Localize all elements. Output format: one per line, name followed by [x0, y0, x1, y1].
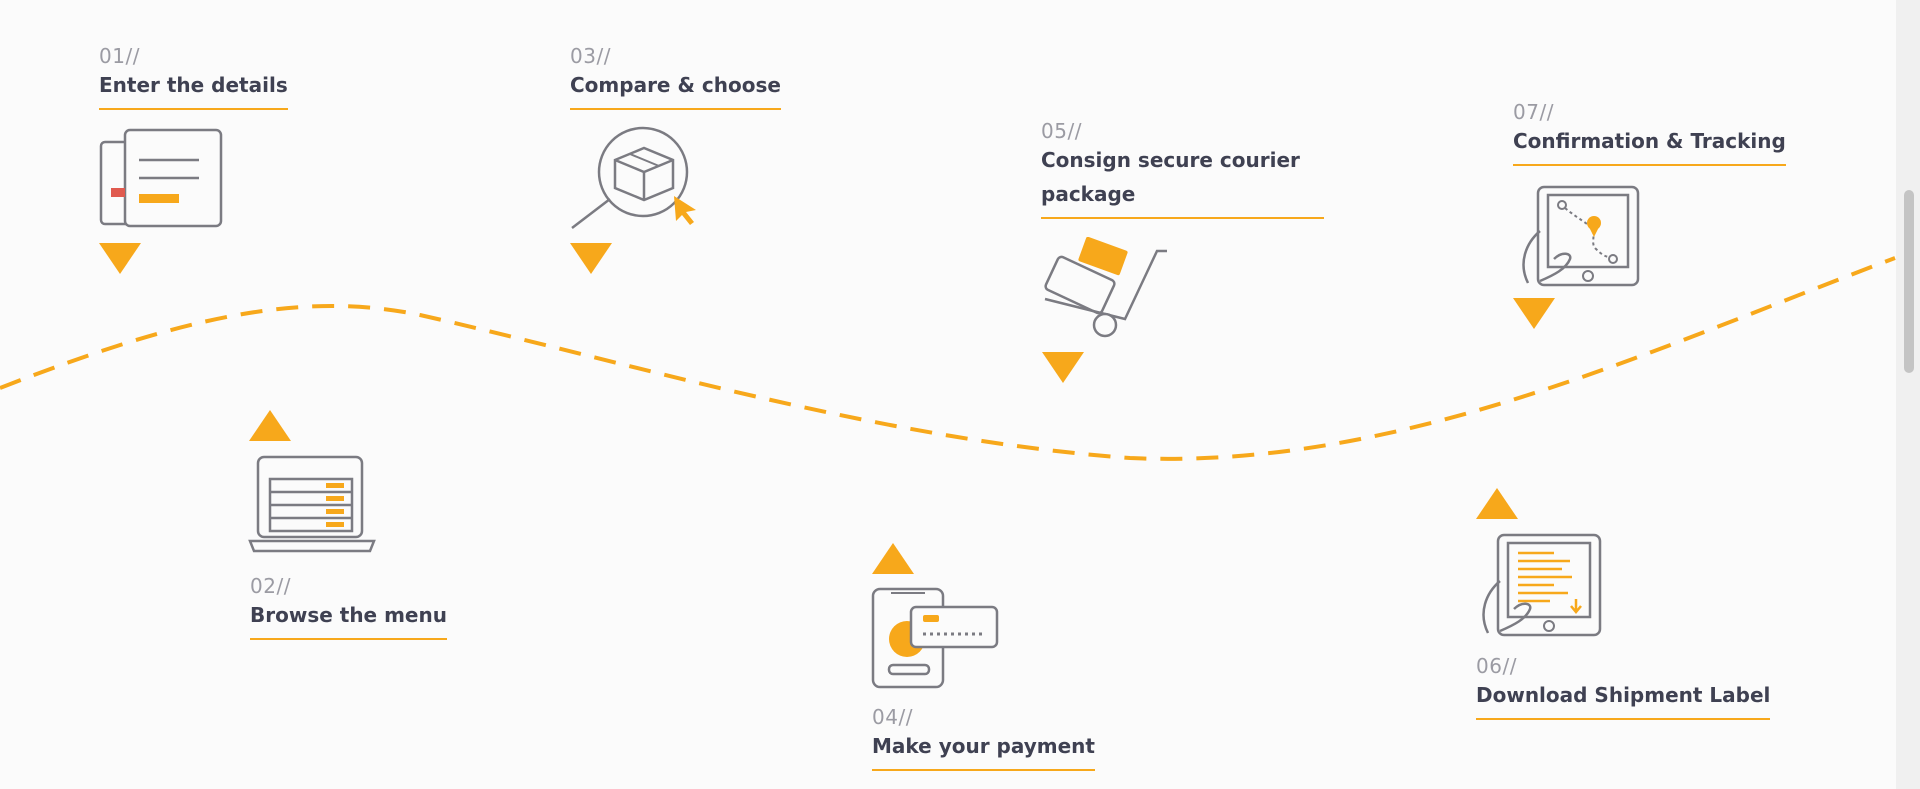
triangle-marker-up [872, 543, 914, 574]
step-02: 02// Browse the menu [250, 574, 447, 640]
step-number: 03// [570, 44, 611, 68]
step-number: 05// [1041, 119, 1082, 143]
step-title[interactable]: Make your payment [872, 729, 1095, 771]
step-number: 04// [872, 705, 913, 729]
triangle-marker-down [570, 243, 612, 274]
courier-trolley-icon [1044, 237, 1167, 338]
phone-card-payment-icon [871, 587, 999, 689]
step-title[interactable]: Compare & choose [570, 68, 781, 110]
step-number: 02// [250, 574, 291, 598]
triangle-marker-up [1476, 488, 1518, 519]
step-06: 06// Download Shipment Label [1476, 654, 1771, 720]
step-07: 07// Confirmation & Tracking [1513, 100, 1786, 166]
tablet-tracking-icon [1522, 185, 1640, 287]
step-03: 03// Compare & choose [570, 44, 781, 110]
laptop-menu-icon [248, 455, 376, 553]
triangle-marker-down [1042, 352, 1084, 383]
triangle-marker-up [249, 410, 291, 441]
step-05: 05// Consign secure courier package [1041, 119, 1324, 219]
step-number: 06// [1476, 654, 1517, 678]
step-number: 07// [1513, 100, 1554, 124]
step-04: 04// Make your payment [872, 705, 1095, 771]
vertical-scrollbar[interactable] [1896, 0, 1920, 789]
step-title[interactable]: Confirmation & Tracking [1513, 124, 1786, 166]
tablet-label-icon [1482, 533, 1602, 637]
scrollbar-thumb[interactable] [1904, 190, 1914, 373]
magnifier-box-icon [571, 126, 696, 229]
step-title[interactable]: Download Shipment Label [1476, 678, 1771, 720]
triangle-marker-down [1513, 298, 1555, 329]
step-number: 01// [99, 44, 140, 68]
step-title[interactable]: Browse the menu [250, 598, 447, 640]
step-01: 01// Enter the details [99, 44, 288, 110]
form-details-icon [99, 128, 223, 228]
step-title[interactable]: Consign secure courier package [1041, 143, 1324, 219]
triangle-marker-down [99, 243, 141, 274]
step-title[interactable]: Enter the details [99, 68, 288, 110]
